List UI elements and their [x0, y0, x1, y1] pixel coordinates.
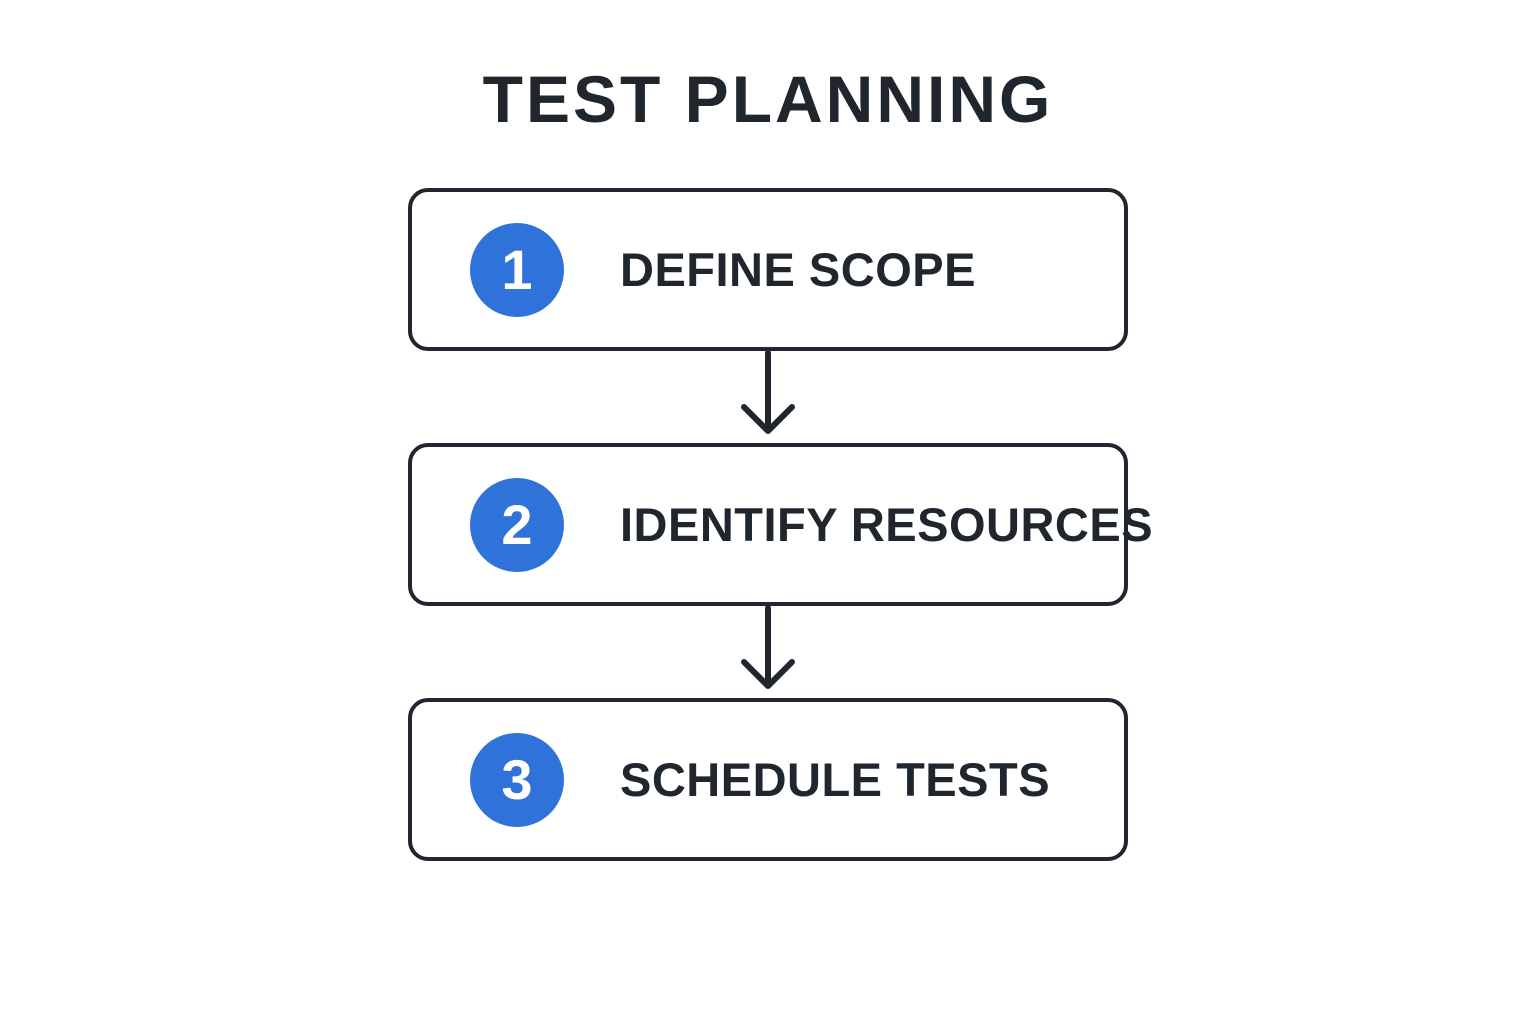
step-number-badge: 1 — [470, 222, 564, 317]
step-label: DEFINE SCOPE — [620, 243, 976, 296]
step-number-badge: 3 — [470, 732, 564, 827]
arrow-down-icon — [741, 351, 795, 434]
page-title: TEST PLANNING — [482, 62, 1054, 136]
step-box-schedule-tests: 3 SCHEDULE TESTS — [408, 698, 1128, 861]
flow-diagram: 1 DEFINE SCOPE 2 IDENTIFY RESOURCES 3 SC… — [408, 188, 1153, 861]
arrow-down-icon — [741, 606, 795, 689]
step-label: SCHEDULE TESTS — [620, 753, 1051, 806]
step-box-define-scope: 1 DEFINE SCOPE — [408, 188, 1128, 351]
step-box-identify-resources: 2 IDENTIFY RESOURCES — [408, 443, 1153, 606]
step-number-badge: 2 — [470, 477, 564, 572]
step-label: IDENTIFY RESOURCES — [620, 498, 1154, 551]
